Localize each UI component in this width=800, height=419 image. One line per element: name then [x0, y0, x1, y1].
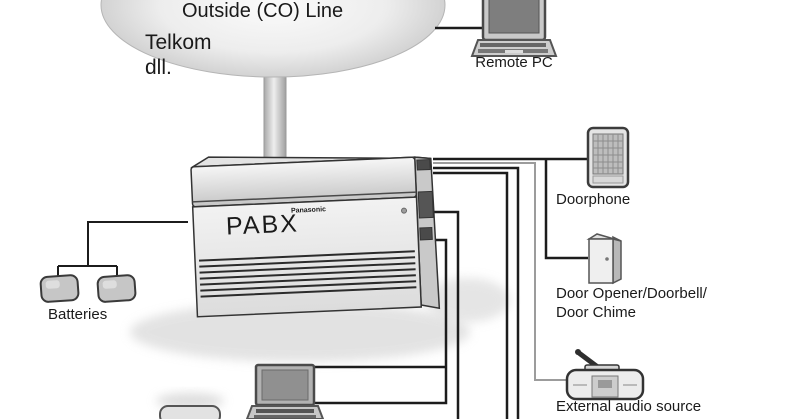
door-opener-label: Door Opener/Doorbell/ Door Chime	[556, 284, 707, 322]
wire-door-opener	[544, 159, 588, 260]
floor-shadow	[130, 302, 470, 362]
batteries-label: Batteries	[48, 306, 108, 323]
desktop-pc-icon	[245, 363, 325, 419]
radio-icon	[565, 349, 645, 401]
pabx-unit-icon	[190, 156, 441, 318]
telkom-note: Telkom dll.	[145, 30, 212, 80]
telkom-note-line1: Telkom	[145, 31, 212, 54]
pabx-vents	[198, 250, 417, 298]
wire-bottom-pc	[313, 238, 448, 405]
wire-extension-3	[433, 210, 460, 419]
external-audio-label: External audio source	[556, 398, 702, 415]
phone-icon	[159, 405, 221, 419]
wire-extension-2	[433, 171, 509, 419]
pabx-port-ext	[419, 226, 433, 241]
pabx-port-serial	[417, 190, 434, 219]
battery-icon	[96, 274, 137, 303]
pabx-label: PABX	[225, 209, 300, 241]
wire-batteries	[57, 221, 188, 277]
co-line-label: Outside (CO) Line	[182, 0, 344, 22]
pabx-screw	[401, 207, 408, 214]
co-line-cloud	[100, 0, 446, 78]
wire-external-audio	[433, 162, 568, 381]
door-box-icon	[586, 233, 622, 285]
door-opener-label-line2: Door Chime	[556, 304, 637, 321]
pabx-port-co	[416, 158, 431, 171]
laptop-icon	[470, 0, 558, 57]
door-opener-label-line1: Door Opener/Doorbell/	[556, 285, 707, 302]
telkom-note-line2: dll.	[145, 56, 172, 79]
doorphone-label: Doorphone	[556, 191, 631, 208]
doorphone-grille-icon	[586, 126, 630, 189]
remote-pc-label: Remote PC	[475, 54, 553, 71]
wire-extension-1	[433, 166, 520, 419]
pabx-lid-crease	[192, 191, 417, 203]
battery-icon	[39, 274, 80, 303]
